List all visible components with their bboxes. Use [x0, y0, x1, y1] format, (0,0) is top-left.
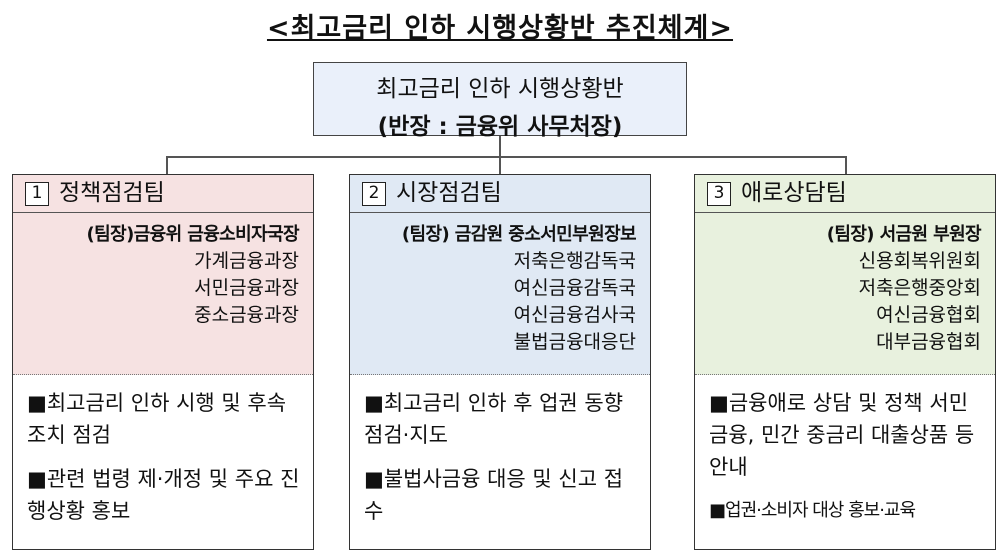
team-name: 정책점검팀	[59, 180, 165, 206]
team-leader: (팀장)금융위 금융소비자국장	[86, 224, 300, 245]
member-item: 서민금융과장	[194, 277, 299, 299]
member-item: 대부금융협회	[876, 331, 981, 353]
connector-left	[166, 156, 168, 174]
member-item: 불법금융대응단	[513, 331, 636, 353]
team-number: 3	[707, 182, 731, 206]
duty-item: ■금융애로 상담 및 정책 서민금융, 민간 중금리 대출상품 등 안내	[709, 391, 975, 479]
member-item: 가계금융과장	[194, 250, 299, 272]
member-item: 여신금융감독국	[513, 277, 636, 299]
team-leader: (팀장) 금감원 중소서민부원장보	[401, 224, 637, 245]
team-number: 1	[25, 182, 49, 206]
member-item: 신용회복위원회	[858, 250, 981, 272]
team-members: (팀장) 서금원 부원장 신용회복위원회 저축은행중앙회 여신금융협회 대부금융…	[695, 213, 995, 375]
team-header: 3 애로상담팀	[695, 175, 995, 213]
member-item: 여신금융검사국	[513, 304, 636, 326]
team-name: 시장점검팀	[396, 180, 502, 206]
team-duties: ■금융애로 상담 및 정책 서민금융, 민간 중금리 대출상품 등 안내 ■업권…	[695, 375, 995, 527]
duty-item: ■최고금리 인하 후 업권 동향 점검·지도	[364, 391, 624, 447]
head-name: 최고금리 인하 시행상황반	[376, 76, 624, 102]
team-leader: (팀장) 서금원 부원장	[826, 224, 982, 245]
connector-right	[845, 156, 847, 174]
diagram-title: <최고금리 인하 시행상황반 추진체계>	[266, 13, 734, 44]
duty-item: ■불법사금융 대응 및 신고 접수	[364, 467, 624, 523]
member-item: 저축은행감독국	[513, 250, 636, 272]
team-members: (팀장)금융위 금융소비자국장 가계금융과장 서민금융과장 중소금융과장	[13, 213, 313, 375]
connector-main-vertical	[499, 136, 501, 174]
team-name: 애로상담팀	[741, 180, 847, 206]
duty-item: ■업권·소비자 대상 홍보·교육	[709, 500, 916, 521]
duty-item: ■관련 법령 제·개정 및 주요 진행상황 홍보	[27, 467, 300, 523]
team-header: 2 시장점검팀	[350, 175, 650, 213]
team-consultation: 3 애로상담팀 (팀장) 서금원 부원장 신용회복위원회 저축은행중앙회 여신금융…	[694, 174, 996, 550]
connector-horizontal	[166, 156, 846, 158]
team-number: 2	[362, 182, 386, 206]
team-members: (팀장) 금감원 중소서민부원장보 저축은행감독국 여신금융감독국 여신금융검사…	[350, 213, 650, 375]
team-policy: 1 정책점검팀 (팀장)금융위 금융소비자국장 가계금융과장 서민금융과장 중소금…	[12, 174, 314, 550]
team-header: 1 정책점검팀	[13, 175, 313, 213]
member-item: 저축은행중앙회	[858, 277, 981, 299]
duty-item: ■최고금리 인하 시행 및 후속조치 점검	[27, 391, 287, 447]
team-market: 2 시장점검팀 (팀장) 금감원 중소서민부원장보 저축은행감독국 여신금융감독국…	[349, 174, 651, 550]
member-item: 여신금융협회	[876, 304, 981, 326]
team-duties: ■최고금리 인하 시행 및 후속조치 점검 ■관련 법령 제·개정 및 주요 진…	[13, 375, 313, 527]
team-duties: ■최고금리 인하 후 업권 동향 점검·지도 ■불법사금융 대응 및 신고 접수	[350, 375, 650, 527]
head-box: 최고금리 인하 시행상황반 (반장 : 금융위 사무처장)	[313, 62, 687, 140]
head-chief: (반장 : 금융위 사무처장)	[377, 114, 623, 140]
member-item: 중소금융과장	[194, 304, 299, 326]
